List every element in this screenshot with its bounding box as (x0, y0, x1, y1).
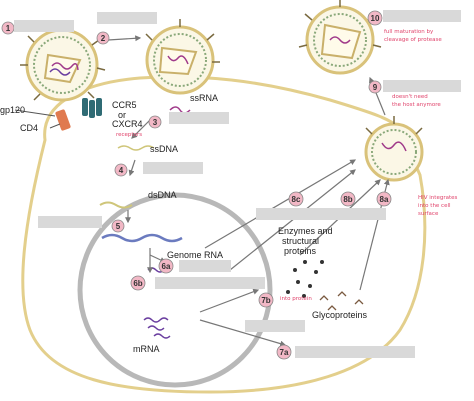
cd4-receptor (55, 109, 71, 131)
svg-text:4: 4 (119, 166, 124, 175)
svg-text:8a: 8a (380, 195, 389, 204)
virion-fusing (145, 19, 220, 95)
label-enzymes-line2: structural (282, 236, 319, 246)
note-receptors: receptors (116, 132, 142, 138)
note-hiv-integrates-3: surface (418, 211, 439, 217)
label-ssdna: ssDNA (150, 144, 178, 154)
blank-box-10 (383, 10, 461, 22)
blank-box-2 (97, 12, 157, 24)
label-glycoproteins: Glycoproteins (312, 310, 368, 320)
svg-text:7b: 7b (261, 296, 270, 305)
handwritten-notes: receptors full maturation by cleavage of… (116, 29, 457, 302)
note-full-maturation-2: cleavage of protease (384, 37, 442, 43)
label-enzymes-line3: proteins (284, 246, 317, 256)
blank-answer-boxes (14, 10, 461, 358)
label-genome-rna: Genome RNA (167, 250, 223, 260)
svg-text:5: 5 (116, 222, 121, 231)
host-cell (21, 75, 427, 394)
blank-box-3 (169, 112, 229, 124)
blank-box-5 (38, 216, 102, 228)
label-ccr5: CCR5 (112, 100, 137, 110)
blank-box-6b (155, 277, 265, 289)
step-badges: 1 2 3 4 5 6a 6b 7b 7a 8c 8b 8a 9 10 (1, 10, 392, 360)
label-enzymes-line1: Enzymes and (278, 226, 333, 236)
blank-box-4 (143, 162, 203, 174)
svg-text:3: 3 (153, 118, 158, 127)
note-doesnt-need-2: the host anymore (392, 102, 441, 108)
svg-text:8c: 8c (292, 195, 301, 204)
svg-text:10: 10 (371, 14, 380, 23)
nucleus (77, 192, 273, 388)
svg-text:9: 9 (373, 83, 378, 92)
note-hiv-integrates-2: into the cell (418, 203, 451, 209)
structure-labels: gp120 CD4 CCR5 or CXCR4 ssRNA ssDNA dsDN… (0, 93, 368, 354)
svg-text:6a: 6a (162, 262, 171, 271)
blank-box-6a (179, 260, 231, 272)
glycoprotein-cluster (319, 291, 364, 311)
blank-box-1 (14, 20, 74, 32)
gp120-pointer (14, 109, 56, 117)
note-hiv-integrates-1: HIV integrates (418, 195, 457, 201)
note-full-maturation-1: full maturation by (384, 29, 434, 35)
blank-box-8 (256, 208, 386, 220)
dsdna-strand (99, 201, 133, 209)
ccr5-cxcr4-receptor (82, 98, 102, 118)
protein-dots (286, 260, 324, 298)
label-mrna: mRNA (133, 344, 160, 354)
note-doesnt-need-1: doesn't need (392, 94, 428, 100)
note-into-protein: into protein (280, 296, 312, 302)
blank-box-9 (383, 80, 461, 92)
cd4-pointer (49, 123, 61, 129)
label-cxcr4: CXCR4 (112, 119, 143, 129)
blank-box-7a (295, 346, 415, 358)
integrated-dna (101, 233, 183, 243)
svg-text:2: 2 (101, 34, 106, 43)
svg-text:8b: 8b (343, 195, 352, 204)
label-ssrna: ssRNA (190, 93, 218, 103)
virion-mature (298, 0, 382, 75)
svg-text:6b: 6b (133, 279, 142, 288)
blank-box-7b (245, 320, 305, 332)
label-or: or (118, 110, 126, 120)
svg-text:7a: 7a (280, 348, 289, 357)
svg-text:1: 1 (6, 24, 11, 33)
label-gp120: gp120 (0, 105, 25, 115)
virion-budding (364, 116, 424, 182)
label-dsdna: dsDNA (148, 190, 177, 200)
label-cd4: CD4 (20, 123, 38, 133)
ssdna-strand (117, 145, 155, 151)
